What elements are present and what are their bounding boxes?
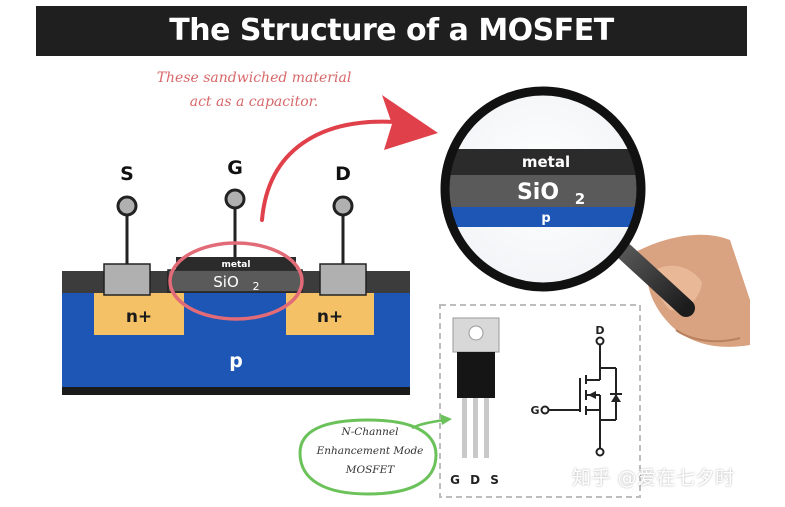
symbol-drain-label: D	[595, 324, 604, 337]
magnifier-lens: metal SiO 2 p	[440, 86, 646, 292]
device-label: N-Channel Enhancement Mode MOSFET	[295, 423, 445, 480]
watermark: 知乎 @爱在七夕时	[572, 467, 735, 489]
device-label-line-2: Enhancement Mode	[316, 445, 424, 457]
lens-oxide-layer	[445, 175, 641, 207]
device-label-line-1: N-Channel	[341, 426, 399, 438]
n-plus-right-region	[286, 293, 374, 335]
magnifier-handle-icon	[616, 243, 695, 317]
annotation-line-1: These sandwiched material	[156, 70, 352, 86]
gate-metal	[176, 257, 296, 270]
source-terminal-icon	[116, 195, 138, 217]
lens-metal-label: metal	[522, 153, 570, 171]
substrate-base	[62, 387, 410, 395]
device-label-bubble	[298, 414, 452, 496]
symbol-gate-label: G	[530, 404, 539, 417]
capacitor-highlight-circle	[168, 241, 304, 321]
mosfet-cross-section: S G D metal SiO 2 n+ n+ p	[62, 157, 410, 395]
to220-package-icon	[452, 317, 500, 458]
drain-terminal-icon	[332, 195, 354, 217]
lens-oxide-label: SiO	[517, 180, 559, 205]
annotation-line-2: act as a capacitor.	[189, 94, 319, 110]
drain-label: D	[335, 163, 351, 185]
gate-oxide-subscript: 2	[253, 280, 260, 293]
package-pin-labels: G D S	[450, 473, 502, 487]
device-label-line-3: MOSFET	[345, 464, 395, 476]
lens-substrate-label: p	[541, 211, 550, 226]
hand-icon	[630, 234, 750, 347]
gate-metal-label: metal	[222, 260, 251, 270]
lens-substrate-layer	[445, 207, 641, 227]
source-contact	[103, 263, 151, 296]
substrate-label: p	[229, 350, 243, 372]
lens-oxide-subscript: 2	[575, 190, 585, 208]
n-plus-left-label: n+	[126, 307, 152, 327]
mosfet-symbol-icon	[540, 336, 622, 457]
title-bar: The Structure of a MOSFET	[36, 6, 747, 56]
drain-contact	[319, 263, 367, 296]
pointer-arrow	[260, 95, 438, 222]
gate-label: G	[227, 157, 243, 179]
gate-terminal-icon	[224, 188, 246, 210]
lens-metal-layer	[445, 149, 641, 175]
gate-oxide-label: SiO	[213, 273, 239, 291]
n-plus-left-region	[94, 293, 184, 335]
n-plus-right-label: n+	[317, 307, 343, 327]
page-title: The Structure of a MOSFET	[169, 13, 614, 48]
source-label: S	[120, 163, 134, 185]
